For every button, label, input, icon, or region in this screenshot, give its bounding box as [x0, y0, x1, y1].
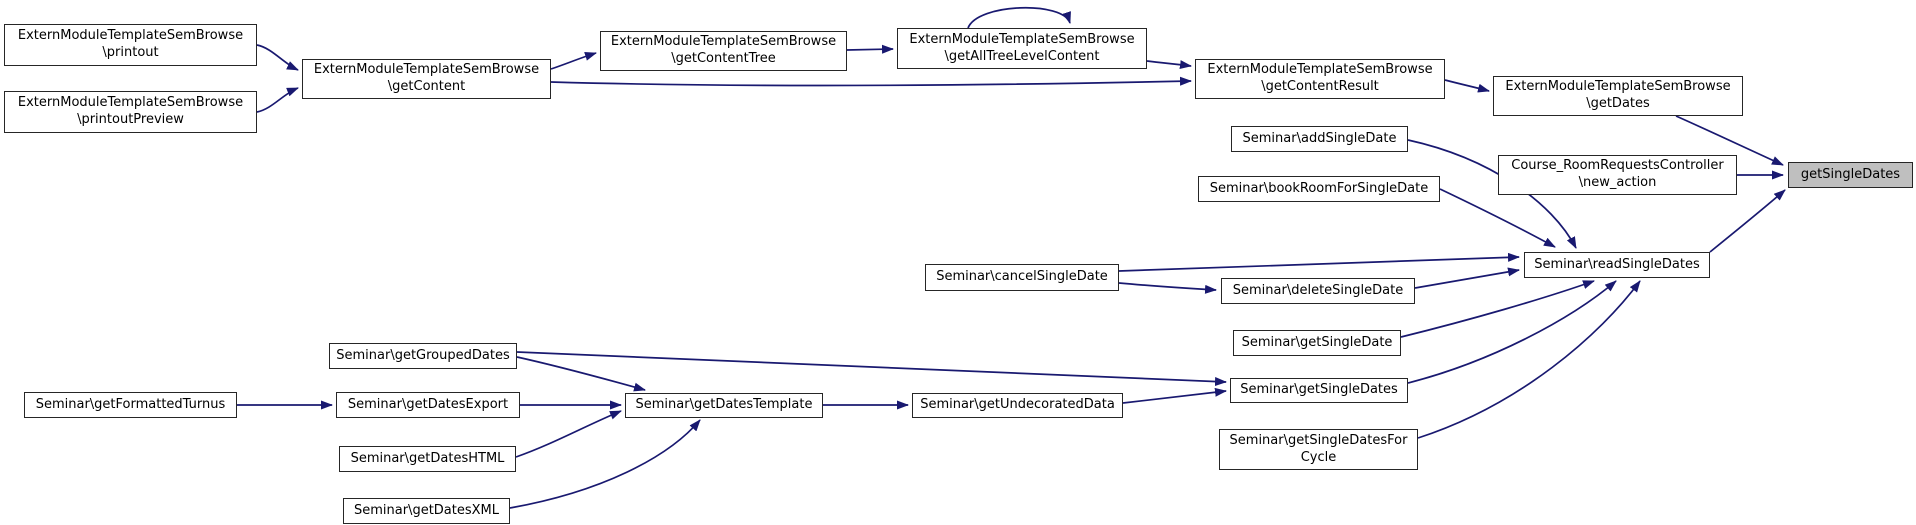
- call-edge-sem_get_single_date-to-sem_read_single_dates: [1400, 280, 1595, 338]
- graph-node-emtsb_printout[interactable]: ExternModuleTemplateSemBrowse\printout: [4, 24, 257, 66]
- graph-node-label: ExternModuleTemplateSemBrowse: [17, 95, 244, 111]
- graph-node-label: Course_RoomRequestsController: [1511, 158, 1724, 174]
- graph-node-sem_get_single_dates[interactable]: Seminar\getSingleDates: [1230, 378, 1408, 403]
- graph-node-sem_formatted_turnus[interactable]: Seminar\getFormattedTurnus: [24, 392, 237, 418]
- call-edge-sem_get_single_dates-to-sem_read_single_dates: [1407, 280, 1617, 384]
- graph-node-label: ExternModuleTemplateSemBrowse: [1207, 62, 1433, 78]
- call-edge-sem_delete_single_date-to-sem_read_single_dates: [1414, 267, 1520, 289]
- graph-node-label: Seminar\readSingleDates: [1534, 256, 1700, 272]
- call-edge-emtsb_printout-to-emtsb_get_content: [256, 44, 299, 71]
- graph-node-label: Seminar\getDatesExport: [347, 396, 509, 412]
- call-edge-emtsb_get_content-to-emtsb_get_content_tree: [550, 51, 597, 70]
- graph-node-label: Seminar\cancelSingleDate: [936, 269, 1108, 285]
- graph-node-label: \printoutPreview: [77, 112, 184, 127]
- call-edge-sem_undecorated_data-to-sem_get_single_dates: [1122, 387, 1227, 404]
- graph-node-label: \new_action: [1578, 175, 1657, 190]
- graph-node-label: getSingleDates: [1800, 166, 1901, 182]
- graph-node-sem_book_room_for_single_date[interactable]: Seminar\bookRoomForSingleDate: [1198, 176, 1440, 202]
- call-edge-sem_book_room_for_single_date-to-sem_read_single_dates: [1439, 188, 1556, 248]
- call-edge-emtsb_get_content_tree-to-emtsb_get_all_tree_level_content: [846, 44, 894, 54]
- call-edge-sem_grouped_dates-to-sem_dates_template: [516, 356, 646, 392]
- graph-node-label: Seminar\getSingleDates: [1240, 382, 1398, 398]
- graph-node-emtsb_get_content_tree[interactable]: ExternModuleTemplateSemBrowse\getContent…: [600, 31, 847, 71]
- graph-node-emtsb_get_content_result[interactable]: ExternModuleTemplateSemBrowse\getContent…: [1195, 59, 1445, 99]
- graph-node-label: Seminar\deleteSingleDate: [1232, 282, 1404, 298]
- graph-node-label: Seminar\getSingleDate: [1241, 334, 1393, 350]
- graph-node-label: \getDates: [1586, 96, 1650, 111]
- graph-node-emtsb_get_all_tree_level_content[interactable]: ExternModuleTemplateSemBrowse\getAllTree…: [897, 28, 1147, 69]
- graph-node-label: \printout: [102, 45, 159, 60]
- graph-node-sem_grouped_dates[interactable]: Seminar\getGroupedDates: [329, 343, 517, 369]
- graph-node-sem_add_single_date[interactable]: Seminar\addSingleDate: [1231, 126, 1408, 152]
- graph-node-emtsb_get_dates[interactable]: ExternModuleTemplateSemBrowse\getDates: [1493, 76, 1743, 116]
- call-edge-sem_grouped_dates-to-sem_get_single_dates: [516, 351, 1227, 387]
- graph-node-label: Seminar\getDatesHTML: [350, 450, 505, 466]
- call-edge-emtsb_get_all_tree_level_content-to-emtsb_get_all_tree_level_content: [967, 7, 1071, 29]
- graph-node-emtsb_get_content[interactable]: ExternModuleTemplateSemBrowse\getContent: [302, 59, 551, 99]
- graph-node-sem_cancel_single_date[interactable]: Seminar\cancelSingleDate: [925, 264, 1119, 291]
- graph-node-label: ExternModuleTemplateSemBrowse: [1505, 79, 1731, 95]
- graph-node-label: ExternModuleTemplateSemBrowse: [909, 31, 1135, 47]
- graph-node-label: Seminar\getSingleDatesFor: [1229, 432, 1408, 448]
- graph-node-label: Seminar\getDatesTemplate: [635, 397, 813, 413]
- graph-node-label: Cycle: [1300, 449, 1337, 465]
- graph-node-label: \getContentTree: [671, 51, 776, 66]
- graph-node-sem_get_single_date[interactable]: Seminar\getSingleDate: [1233, 330, 1401, 356]
- call-edge-sem_read_single_dates-to-get_single_dates: [1709, 189, 1786, 253]
- call-edge-sem_cancel_single_date-to-sem_read_single_dates: [1118, 252, 1520, 272]
- graph-node-label: ExternModuleTemplateSemBrowse: [313, 62, 540, 78]
- graph-node-label: Seminar\getUndecoratedData: [920, 397, 1115, 413]
- graph-node-get_single_dates: getSingleDates: [1788, 162, 1913, 188]
- graph-node-label: \getContent: [387, 79, 466, 94]
- graph-node-sem_dates_xml[interactable]: Seminar\getDatesXML: [343, 498, 510, 524]
- graph-node-label: Seminar\getFormattedTurnus: [35, 396, 226, 412]
- graph-node-sem_delete_single_date[interactable]: Seminar\deleteSingleDate: [1221, 278, 1415, 304]
- call-edge-sem_single_dates_for_cycle-to-sem_read_single_dates: [1417, 280, 1641, 439]
- graph-node-label: ExternModuleTemplateSemBrowse: [17, 28, 244, 44]
- call-edge-sem_dates_html-to-sem_dates_template: [515, 410, 622, 458]
- call-edge-emtsb_printout_preview-to-emtsb_get_content: [256, 87, 299, 113]
- graph-node-label: Seminar\getGroupedDates: [336, 347, 510, 363]
- graph-node-sem_dates_html[interactable]: Seminar\getDatesHTML: [339, 446, 516, 472]
- graph-node-label: \getAllTreeLevelContent: [944, 48, 1100, 64]
- graph-node-sem_dates_export[interactable]: Seminar\getDatesExport: [336, 392, 520, 418]
- call-edge-emtsb_get_all_tree_level_content-to-emtsb_get_content_result: [1146, 60, 1192, 70]
- graph-node-label: Seminar\bookRoomForSingleDate: [1209, 180, 1429, 196]
- graph-node-label: \getContentResult: [1261, 79, 1379, 94]
- graph-node-sem_read_single_dates[interactable]: Seminar\readSingleDates: [1524, 252, 1710, 278]
- call-edge-sem_dates_xml-to-sem_dates_template: [509, 419, 701, 509]
- graph-node-emtsb_printout_preview[interactable]: ExternModuleTemplateSemBrowse\printoutPr…: [4, 91, 257, 133]
- graph-node-label: Seminar\addSingleDate: [1242, 130, 1397, 146]
- graph-node-crrc_new_action[interactable]: Course_RoomRequestsController\new_action: [1498, 155, 1737, 195]
- call-edge-emtsb_get_dates-to-get_single_dates: [1675, 115, 1784, 166]
- call-edge-emtsb_get_content-to-emtsb_get_content_result: [550, 76, 1192, 87]
- call-edge-emtsb_get_content_result-to-emtsb_get_dates: [1444, 79, 1490, 93]
- graph-node-label: Seminar\getDatesXML: [353, 502, 499, 518]
- graph-node-sem_undecorated_data[interactable]: Seminar\getUndecoratedData: [912, 393, 1123, 418]
- graph-node-label: ExternModuleTemplateSemBrowse: [610, 34, 837, 50]
- call-edge-sem_cancel_single_date-to-sem_delete_single_date: [1118, 282, 1217, 294]
- graph-node-sem_dates_template[interactable]: Seminar\getDatesTemplate: [625, 393, 823, 418]
